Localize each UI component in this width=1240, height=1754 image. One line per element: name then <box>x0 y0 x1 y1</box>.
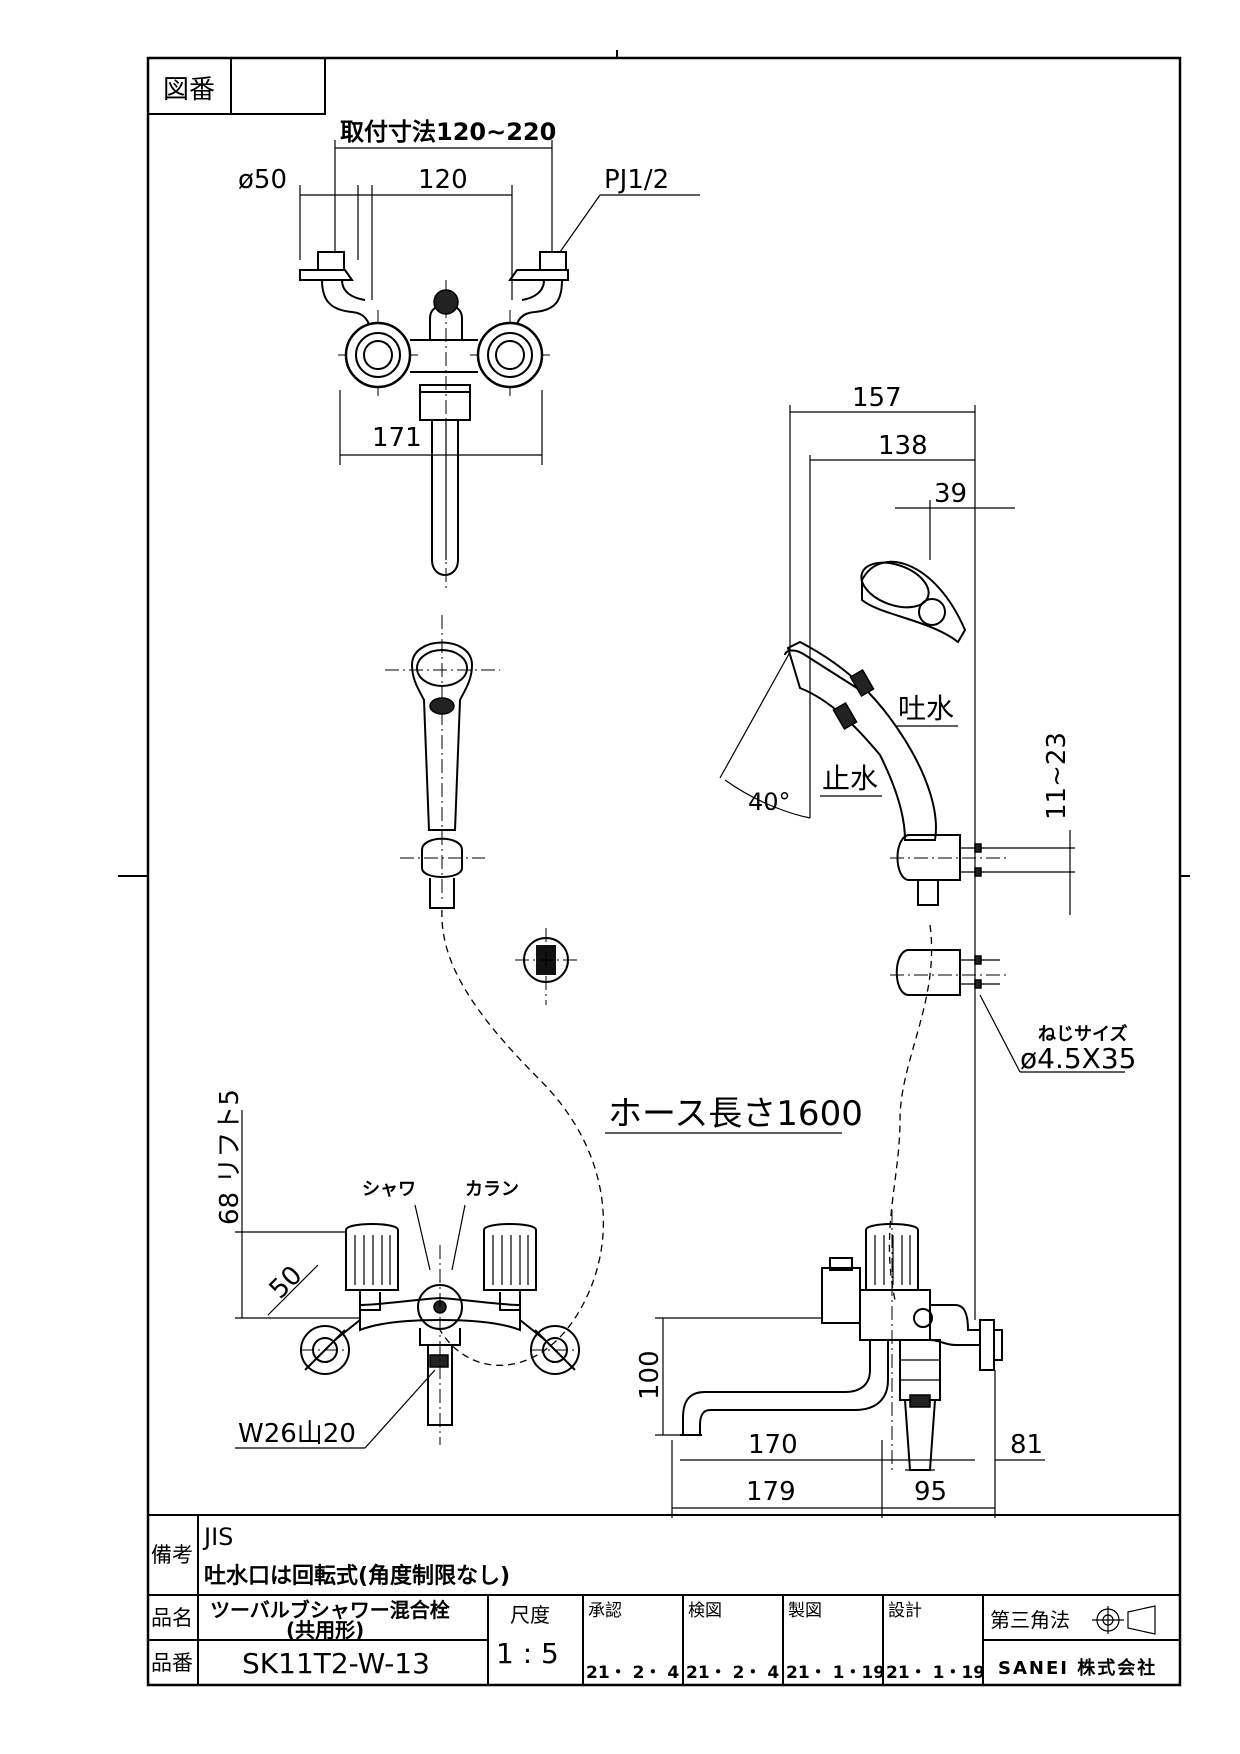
hose-length-label: ホース長さ1600 <box>608 1094 863 1134</box>
d157-dim: 157 <box>852 383 902 413</box>
thread-label: W26山20 <box>238 1419 356 1449</box>
projection-label: 第三角法 <box>990 1608 1070 1632</box>
d171-dim: 171 <box>372 423 422 453</box>
dia50-dim: ø50 <box>238 165 287 195</box>
outlet-label: 吐水 <box>898 692 954 725</box>
d81-dim: 81 <box>1010 1430 1043 1460</box>
product-name-label: 品名 <box>151 1606 193 1630</box>
d138-dim: 138 <box>878 431 928 461</box>
hose-path-right <box>888 924 933 1301</box>
front-view <box>300 1204 580 1445</box>
product-number-label: 品番 <box>151 1651 193 1675</box>
design-date: 21・ 1・19 <box>886 1663 985 1683</box>
hose-connector-symbol <box>515 928 577 1005</box>
drafting-label: 製図 <box>788 1601 822 1621</box>
drafting-date: 21・ 1・19 <box>786 1663 885 1683</box>
d170-dim: 170 <box>748 1430 798 1460</box>
top-view <box>299 251 569 590</box>
top-view-dimensions <box>299 140 700 465</box>
scale-value: 1 : 5 <box>496 1637 559 1670</box>
design-label: 設計 <box>888 1601 922 1621</box>
d11-23-dim: 11~23 <box>1042 732 1072 820</box>
faucet-label: カラン <box>465 1179 519 1200</box>
title-block <box>148 1514 1180 1685</box>
product-name-line2: (共用形) <box>286 1618 364 1642</box>
pj-dim: PJ1/2 <box>604 165 669 195</box>
approval-label: 承認 <box>588 1601 622 1621</box>
hose-path <box>439 909 604 1366</box>
side-view-dimensions <box>719 405 1125 1320</box>
d120-dim: 120 <box>418 165 468 195</box>
side-bottom-dimensions <box>655 1317 1045 1518</box>
product-name-line1: ツーバルブシャワー混合栓 <box>210 1598 450 1622</box>
front-view-dimensions <box>235 1110 436 1449</box>
stop-label: 止水 <box>822 762 878 795</box>
scale-label: 尺度 <box>510 1603 550 1627</box>
d95-dim: 95 <box>914 1477 947 1507</box>
angle40-label: 40° <box>748 788 791 816</box>
approval-date: 21・ 2・ 4 <box>586 1663 679 1683</box>
screw-size-label: ねじサイズ <box>1038 1023 1127 1045</box>
shower-head-side <box>784 560 1010 996</box>
drawing-number-label: 図番 <box>163 75 215 105</box>
shower-label: シャワ <box>362 1179 416 1200</box>
third-angle-projection-icon <box>1092 1605 1156 1635</box>
remarks-line1: JIS <box>202 1523 233 1551</box>
company-name: SANEI 株式会社 <box>998 1657 1157 1679</box>
inspection-label: 検図 <box>688 1601 722 1621</box>
drawing-frame <box>118 50 1190 1687</box>
d39-dim: 39 <box>934 479 967 509</box>
d50-dim: 50 <box>264 1260 309 1305</box>
screw-size: ø4.5X35 <box>1020 1042 1136 1075</box>
inspection-date: 21・ 2・ 4 <box>686 1663 779 1683</box>
side-view-faucet <box>680 1210 1003 1471</box>
d179-dim: 179 <box>746 1477 796 1507</box>
remarks-label: 備考 <box>151 1543 193 1567</box>
d100-dim: 100 <box>635 1350 665 1400</box>
product-number: SK11T2-W-13 <box>242 1647 430 1680</box>
remarks-line2: 吐水口は回転式(角度制限なし) <box>204 1563 510 1589</box>
lift-dim: 68 リフト5 <box>215 1089 245 1225</box>
mounting-range-dim: 取付寸法120~220 <box>340 118 556 146</box>
shower-head-front <box>385 615 500 909</box>
